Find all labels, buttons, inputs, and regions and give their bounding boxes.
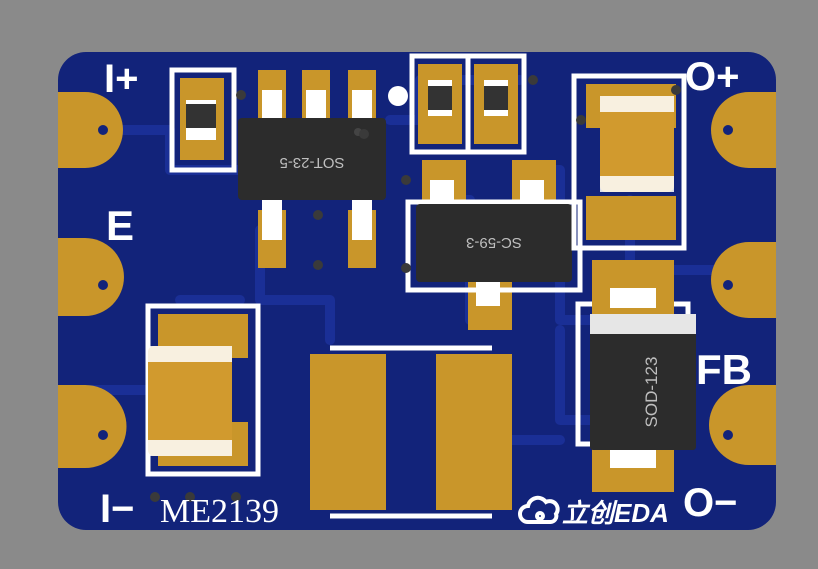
inductor-l1 bbox=[310, 345, 512, 519]
ic-sot23-5: SOT-23-5 bbox=[238, 70, 386, 268]
label-i-plus: I+ bbox=[104, 57, 138, 101]
cloud-logo-icon bbox=[518, 495, 560, 524]
sc59-label: SC-59-3 bbox=[466, 234, 522, 251]
left-edge-pads bbox=[58, 92, 127, 468]
resistor-r1 bbox=[169, 67, 237, 173]
label-o-minus: O− bbox=[683, 481, 737, 525]
transistor-sc59: SC-59-3 bbox=[405, 160, 583, 330]
label-i-minus: I− bbox=[100, 487, 134, 531]
label-e: E bbox=[106, 202, 134, 249]
label-fb: FB bbox=[696, 346, 752, 393]
brand-label: 立创EDA bbox=[562, 498, 669, 528]
diode-sod123: SOD-123 bbox=[575, 260, 696, 492]
label-o-plus: O+ bbox=[685, 55, 739, 99]
part-number: ME2139 bbox=[160, 493, 279, 530]
capacitor-pair-top bbox=[388, 53, 527, 155]
sod123-label: SOD-123 bbox=[642, 357, 661, 428]
vias bbox=[150, 75, 681, 502]
capacitor-c-in bbox=[145, 303, 261, 477]
capacitor-c-out bbox=[571, 73, 687, 251]
sot23-label: SOT-23-5 bbox=[279, 154, 344, 171]
right-edge-pads bbox=[709, 92, 776, 465]
